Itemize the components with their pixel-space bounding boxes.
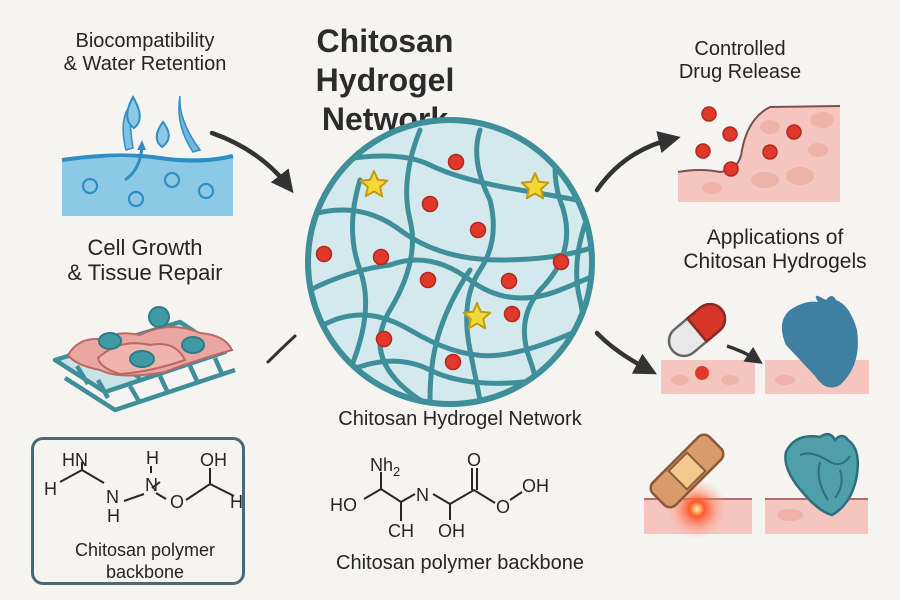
atom-n: N [106, 487, 119, 507]
arrow-water-to-network [209, 130, 294, 194]
water-stream [178, 95, 202, 153]
arrow-capsule-to-heart [726, 344, 763, 364]
connector-cell-to-network [266, 334, 297, 364]
network-outline [305, 117, 595, 407]
atom-h: H [107, 506, 120, 526]
application-wound-healing [644, 433, 752, 539]
drug-particle [500, 272, 518, 290]
drug-particle [372, 248, 390, 266]
drug-particles [315, 153, 570, 371]
water-drop-2 [155, 120, 170, 149]
water-surface [61, 153, 234, 163]
organ-vessels [799, 452, 851, 501]
drug-particle [469, 221, 487, 239]
water-body [62, 158, 233, 216]
application-drug-delivery [661, 302, 763, 394]
drug-release-illustration [677, 105, 841, 202]
backbone-caption: Chitosan polymer backbone [336, 552, 584, 574]
drug-release-label-line1: Controlled [694, 38, 786, 60]
applications-label-line1: Applications of [706, 226, 844, 249]
atom-oh: OH [438, 521, 465, 541]
hydrogel-network [305, 117, 595, 407]
drug-particle [315, 245, 333, 263]
atom-n: N [416, 485, 429, 505]
cell-nuclei [98, 306, 205, 368]
atom-nh2: Nh2 [370, 455, 400, 479]
arrow-network-to-applications [594, 330, 657, 375]
water-bubbles [81, 171, 215, 208]
drug-particle [444, 353, 462, 371]
cell-growth-label-line2: & Tissue Repair [67, 260, 223, 286]
water-up-arrow [124, 146, 144, 182]
backbone-structure-box [31, 437, 245, 585]
heart-icon [781, 295, 858, 388]
water-retention-illustration [61, 94, 234, 216]
drug-release-label: Controlled Drug Release [650, 38, 830, 84]
capsule-icon [667, 302, 727, 358]
atom-oh: OH [200, 450, 227, 470]
network-caption: Chitosan Hydrogel Network [338, 408, 582, 430]
water-up-arrowhead [137, 140, 146, 150]
chemical-structure-left: HN H N H H N O OH H [44, 448, 243, 526]
atom-hn: HN [62, 450, 88, 470]
bandage-icon [649, 433, 725, 509]
backbone-box-label-line2: backbone [105, 561, 185, 582]
atom-o: O [170, 492, 184, 512]
atom-h: H [44, 479, 57, 499]
drug-particle [375, 330, 393, 348]
atom-n: N [145, 475, 158, 495]
atom-ch: CH [388, 521, 414, 541]
application-tissue-engineering [765, 432, 868, 534]
backbone-box-label: Chitosan polymer backbone [40, 540, 250, 583]
star-icon [462, 302, 492, 330]
biocompatibility-label-line1: Biocompatibility [75, 30, 215, 52]
biocompatibility-label-line2: & Water Retention [63, 53, 227, 75]
drug-particle [421, 195, 439, 213]
atom-oh-terminal: OH [522, 476, 549, 496]
drug-particle [447, 153, 465, 171]
drug-release-label-line2: Drug Release [678, 61, 802, 83]
released-drug-dot [695, 366, 709, 380]
atom-o-double: O [467, 450, 481, 470]
application-cardiac [765, 295, 869, 394]
network-strands [310, 127, 590, 402]
cell-growth-label: Cell Growth & Tissue Repair [30, 235, 260, 286]
drug-particle [552, 253, 570, 271]
atom-h: H [146, 448, 159, 468]
arrow-network-to-drug-release [594, 131, 681, 193]
atom-h: H [230, 492, 243, 512]
atom-ho: HO [330, 495, 357, 515]
backbone-box-label-line1: Chitosan polymer [74, 540, 216, 560]
cell-growth-label-line1: Cell Growth [87, 235, 203, 260]
star-icon [520, 172, 550, 200]
applications-label: Applications of Chitosan Hydrogels [650, 226, 900, 274]
drug-particle [419, 271, 437, 289]
chemical-structure-center: Nh2 HO N CH OH O O OH [330, 450, 549, 541]
biocompatibility-label: Biocompatibility & Water Retention [20, 30, 270, 76]
applications-label-line2: Chitosan Hydrogels [683, 250, 867, 274]
cell-growth-illustration [52, 306, 236, 413]
tissue-cells [702, 112, 834, 194]
network-stars [359, 170, 550, 330]
released-drug-particles [695, 106, 802, 177]
star-icon [359, 170, 389, 198]
atom-o: O [496, 497, 510, 517]
drug-particle [503, 305, 521, 323]
water-drop-3 [126, 94, 141, 130]
